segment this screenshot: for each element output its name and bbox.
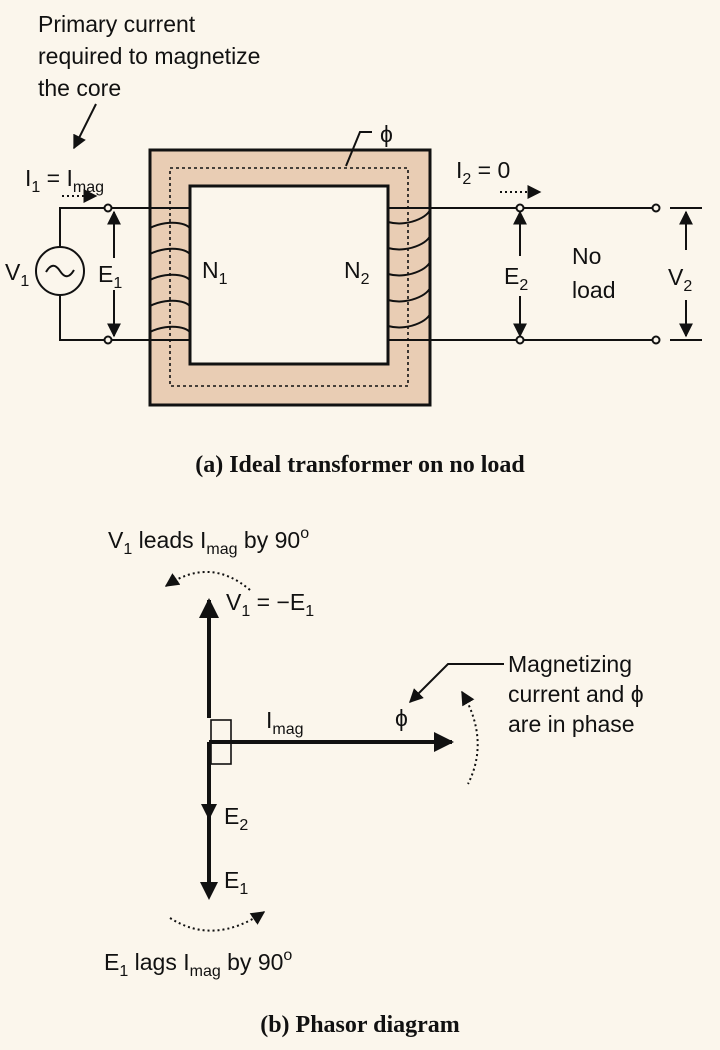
primary-winding	[149, 221, 192, 337]
i1-label: I1 = Imag	[25, 165, 104, 196]
primary-terminal-top	[103, 203, 113, 213]
diagram-b: V1 leads Imag by 90o V1 = −E1 Imag ϕ Mag…	[104, 525, 644, 1038]
e1-phasor-label: E1	[224, 867, 248, 898]
e1-label: E1	[98, 261, 122, 292]
caption-a: (a) Ideal transformer on no load	[195, 452, 525, 478]
primary-terminal-bottom	[103, 335, 113, 345]
annotation-line-1: Primary current	[38, 11, 196, 37]
v1-label: V1	[5, 259, 29, 290]
phasor-phi-label: ϕ	[395, 705, 408, 731]
annotation-line-2: required to magnetize	[38, 43, 260, 69]
magnetizing-line-2: current and ϕ	[508, 681, 644, 707]
secondary-node-bottom	[515, 335, 525, 345]
e2-label: E2	[504, 263, 528, 294]
annotation-pointer	[73, 103, 97, 150]
secondary-winding	[387, 205, 432, 329]
n2-label: N2	[344, 257, 370, 288]
caption-b: (b) Phasor diagram	[260, 1012, 460, 1038]
v1-leads-label: V1 leads Imag by 90o	[108, 525, 309, 558]
e2-phasor-label: E2	[224, 803, 248, 834]
annotation-line-3: the core	[38, 75, 121, 101]
primary-bottom-wire	[59, 295, 190, 341]
e1-phasor-head	[200, 882, 218, 900]
secondary-terminal-bottom	[651, 335, 661, 345]
e1-lags-label: E1 lags Imag by 90o	[104, 947, 292, 980]
imag-label: Imag	[266, 707, 304, 738]
primary-circuit: V1 E1 N1	[5, 203, 228, 345]
n1-label: N1	[202, 257, 228, 288]
diagram-a: Primary current required to magnetize th…	[5, 11, 702, 478]
no-load-line-1: No	[572, 243, 601, 269]
magnetizing-pointer	[409, 663, 504, 703]
magnetizing-line-1: Magnetizing	[508, 651, 632, 677]
no-load-line-2: load	[572, 277, 615, 303]
sine-icon	[45, 264, 75, 278]
magnetizing-line-3: are in phase	[508, 711, 635, 737]
secondary-terminal-top	[651, 203, 661, 213]
core-phi-label: ϕ	[380, 121, 393, 147]
lag-rotation-arrow	[169, 911, 266, 932]
i2-label: I2 = 0	[456, 157, 510, 188]
secondary-node-top	[515, 203, 525, 213]
v1-phasor-label: V1 = −E1	[226, 589, 314, 620]
v2-label: V2	[668, 264, 692, 295]
lead-rotation-arrow	[164, 571, 251, 591]
core-window	[188, 184, 390, 366]
e2-phasor-head	[201, 804, 217, 820]
primary-top-wire	[59, 207, 190, 247]
flux-rotation-arrow	[461, 690, 479, 785]
phi-leader	[345, 131, 372, 167]
secondary-circuit: I2 = 0 N2 E2	[344, 157, 702, 345]
